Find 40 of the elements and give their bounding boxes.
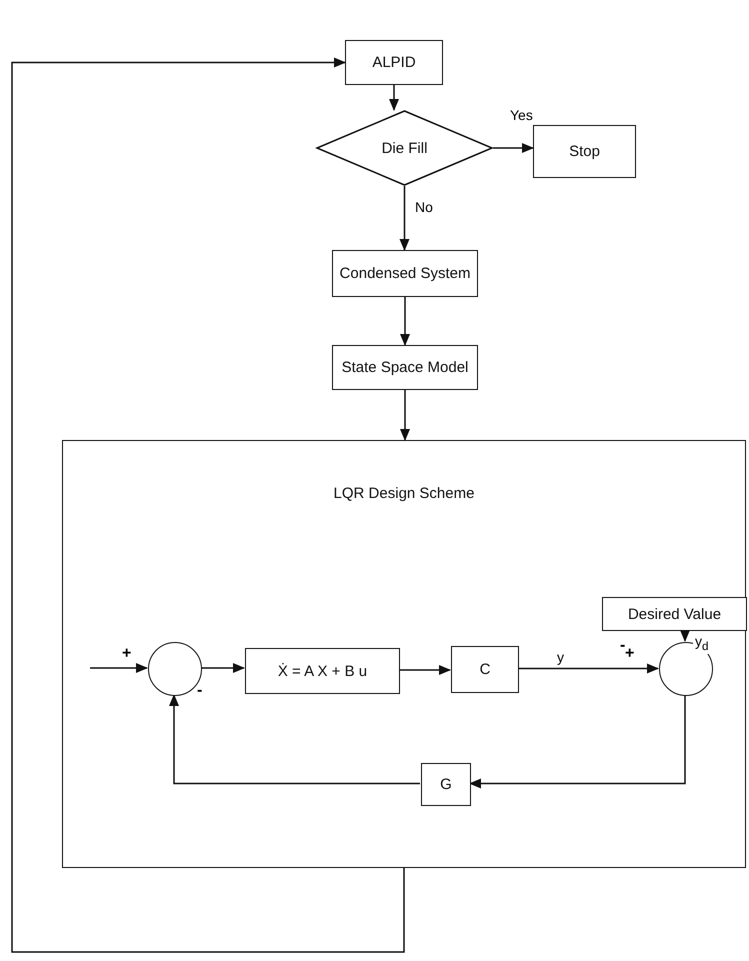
process-box [332,250,478,297]
arrow [11,58,405,953]
node-label: C [480,661,490,678]
process-box [602,597,747,631]
node-label: Condensed System [340,265,470,282]
edge-label: No [413,200,435,216]
process-box [533,125,636,178]
edge-label: Yes [508,108,535,124]
node-label: State Space Model [342,359,468,376]
sign-label: + [122,646,132,662]
arrow [469,695,686,788]
arrow [400,186,410,251]
summing-junction [148,642,202,696]
node-label: G [440,776,452,793]
process-box [451,646,519,693]
node-label: Stop [569,143,600,160]
sign-label: + [625,646,634,662]
arrow [169,694,420,784]
node-label: ALPID [372,54,416,71]
arrow [389,85,399,111]
node-label: Ẋ = A X + B u [278,662,368,680]
process-box [245,648,400,694]
scheme-frame [62,440,746,868]
arrow [400,297,410,346]
decision-diamond [316,110,493,186]
process-box [345,40,443,85]
frame-title: LQR Design Scheme [332,485,476,502]
node-label: Desired Value [628,606,722,622]
process-box [421,763,471,806]
arrow [400,390,410,441]
arrow [399,665,451,675]
node-label: Die Fill [382,140,428,156]
process-box [332,345,478,390]
sign-label: - [620,638,626,654]
arrow [518,664,659,674]
arrow [201,663,245,673]
sign-label: - [197,683,202,699]
arrow [493,143,534,153]
arrow [90,663,148,673]
arrow [680,630,690,642]
